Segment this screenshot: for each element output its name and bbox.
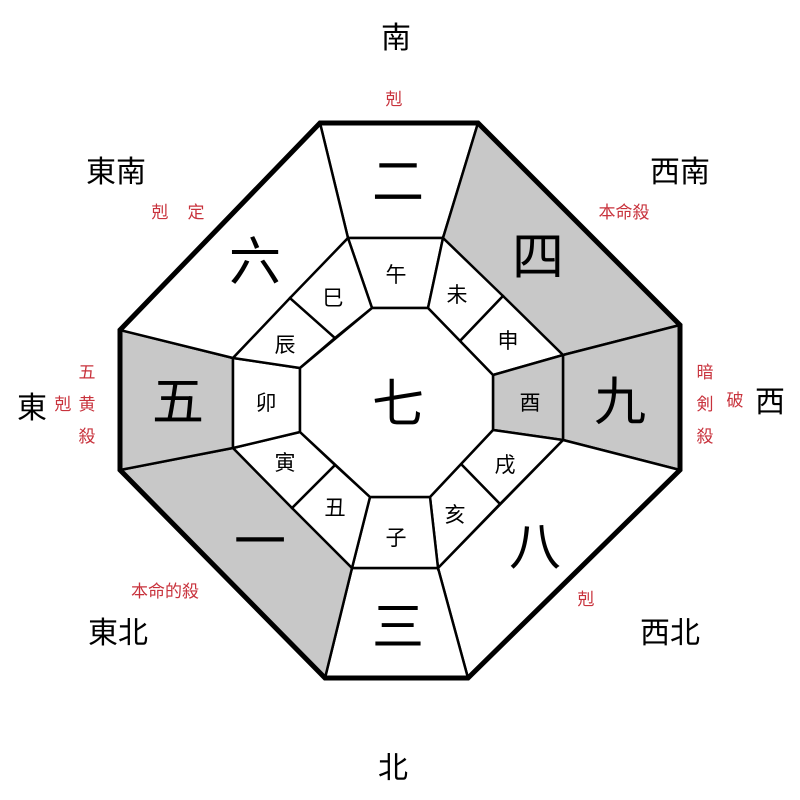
direction-southwest: 西南	[650, 155, 710, 190]
annotation-west-extra: 破	[727, 391, 744, 411]
star-south: 二	[372, 153, 424, 213]
annotation-southwest: 本命殺	[599, 203, 650, 223]
direction-southeast: 東南	[86, 155, 146, 190]
annotation-south: 剋	[386, 90, 403, 110]
branch-label: 未	[447, 283, 468, 307]
annotation-southeast-2: 定	[188, 203, 205, 223]
annotation-southeast-1: 剋	[152, 203, 169, 223]
branch-label: 丑	[325, 496, 346, 520]
annotation-northwest: 剋	[578, 590, 595, 610]
direction-north: 北	[378, 751, 408, 786]
direction-east: 東	[17, 391, 47, 426]
annotation-west-3: 殺	[697, 427, 714, 447]
star-southwest: 四	[512, 228, 564, 288]
center-cell	[298, 306, 495, 499]
branch-label: 巳	[323, 286, 344, 310]
branch-label: 酉	[520, 391, 541, 415]
branch-label: 子	[386, 526, 407, 550]
annotation-east-1: 五	[79, 363, 96, 383]
outer-border	[117, 120, 683, 681]
star-center: 七	[372, 375, 424, 435]
annotation-east-extra: 剋	[55, 395, 72, 415]
star-northwest: 八	[509, 518, 561, 578]
star-east: 五	[152, 373, 204, 433]
branch-label: 亥	[445, 503, 466, 527]
star-north: 三	[372, 598, 424, 658]
branch-label: 申	[498, 329, 519, 353]
direction-west: 西	[755, 385, 785, 420]
direction-northwest: 西北	[640, 616, 700, 651]
branch-label: 戌	[495, 453, 516, 477]
direction-northeast: 東北	[88, 616, 148, 651]
annotation-east-3: 殺	[79, 427, 96, 447]
star-west: 九	[594, 373, 646, 433]
annotation-northeast: 本命的殺	[131, 582, 199, 602]
branch-label: 卯	[256, 391, 277, 415]
branch-label: 辰	[275, 333, 296, 357]
branch-label: 寅	[275, 451, 296, 475]
annotation-west-1: 暗	[697, 363, 714, 383]
annotation-east-2: 黄	[79, 395, 96, 415]
star-northeast: 一	[234, 513, 286, 573]
annotation-west-2: 剣	[697, 395, 714, 415]
direction-south: 南	[381, 21, 411, 56]
star-southeast: 六	[229, 233, 281, 293]
branch-label: 午	[386, 263, 407, 287]
